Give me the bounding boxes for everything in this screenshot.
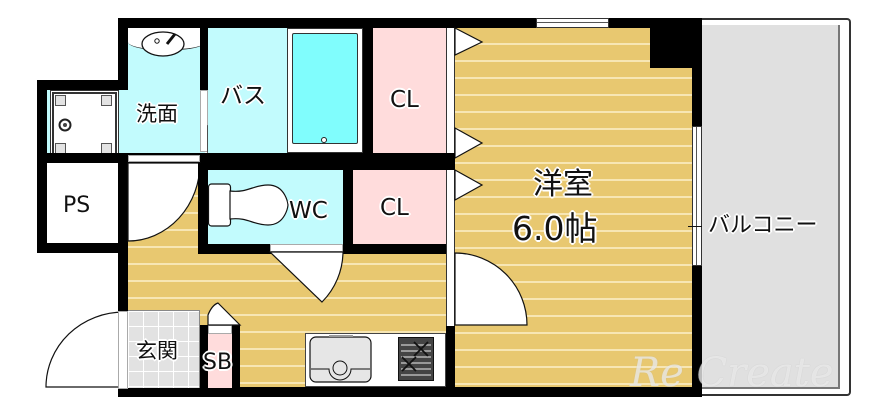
wc-door-swing-icon[interactable] bbox=[268, 251, 345, 307]
closet-door-icon[interactable] bbox=[454, 27, 485, 58]
western-room-size: 6.0帖 bbox=[512, 209, 598, 248]
wall-washer-top bbox=[37, 80, 128, 90]
balcony-sliding-door[interactable] bbox=[692, 126, 702, 266]
wall-mid-horizontal bbox=[37, 153, 455, 163]
western-room-label: 洋室 bbox=[533, 167, 593, 202]
kitchen-sink-icon bbox=[309, 335, 372, 383]
entrance-floor bbox=[128, 310, 200, 388]
toilet-icon bbox=[207, 183, 289, 227]
washroom-door-swing-icon[interactable] bbox=[127, 162, 203, 243]
pan-corner bbox=[101, 95, 112, 106]
wall-far-left bbox=[37, 80, 47, 253]
wall-ps-bottom bbox=[37, 243, 128, 253]
entrance-door-swing-icon[interactable] bbox=[44, 311, 129, 390]
pipe-space-label: PS bbox=[63, 193, 91, 218]
wall-right-top bbox=[692, 18, 702, 126]
closet-lower-label: CL bbox=[380, 195, 409, 221]
bath-door-jamb bbox=[200, 90, 208, 152]
closet-upper-label: CL bbox=[390, 87, 419, 113]
wall-washroom-bath bbox=[200, 28, 208, 90]
pan-corner bbox=[55, 95, 66, 106]
wall-ps-right bbox=[118, 163, 128, 311]
window-top-line bbox=[537, 22, 608, 23]
wash-basin-icon bbox=[141, 31, 185, 57]
balcony-area bbox=[700, 25, 840, 389]
sliding-door-line bbox=[696, 127, 697, 265]
closet-upper-floor bbox=[373, 28, 446, 153]
gas-stove-icon bbox=[398, 337, 434, 381]
wall-divider-stub bbox=[440, 160, 455, 170]
wall-bottom bbox=[118, 387, 702, 397]
shoe-box-label: SB bbox=[203, 350, 233, 375]
shoe-box-door-swing-icon[interactable] bbox=[207, 302, 242, 327]
western-room-floor bbox=[454, 28, 694, 388]
wc-door-jamb bbox=[270, 244, 343, 252]
room-door-swing-icon[interactable] bbox=[454, 252, 530, 328]
shoe-box-floor bbox=[208, 334, 232, 388]
entrance-door-jamb bbox=[118, 311, 128, 389]
closet-door-icon[interactable] bbox=[454, 126, 485, 160]
balcony-leader-line bbox=[688, 226, 702, 227]
entrance-label: 玄関 bbox=[136, 339, 178, 363]
wall-divider-bottom bbox=[446, 326, 455, 390]
pipe-space bbox=[47, 163, 120, 243]
bath-label: バス bbox=[220, 83, 266, 109]
wall-right-bottom bbox=[692, 266, 702, 396]
closet-door-icon[interactable] bbox=[454, 168, 485, 202]
divider-closet-room bbox=[446, 28, 455, 254]
wall-left-upper bbox=[118, 18, 128, 90]
washroom-label: 洗面 bbox=[136, 102, 178, 126]
window-top bbox=[536, 18, 609, 28]
drain-icon bbox=[58, 118, 72, 132]
balcony-label: バルコニー bbox=[708, 213, 818, 238]
toilet-label: WC bbox=[289, 198, 328, 224]
wall-bath-closet bbox=[363, 28, 373, 163]
watermark: Re Create bbox=[630, 350, 834, 396]
closet-lower-floor bbox=[353, 170, 446, 244]
bathtub bbox=[292, 33, 358, 144]
wall-top-left bbox=[118, 18, 448, 28]
bath-drain-icon bbox=[321, 137, 327, 143]
room-door-jamb bbox=[446, 254, 455, 326]
hall-door-jamb bbox=[128, 155, 200, 162]
